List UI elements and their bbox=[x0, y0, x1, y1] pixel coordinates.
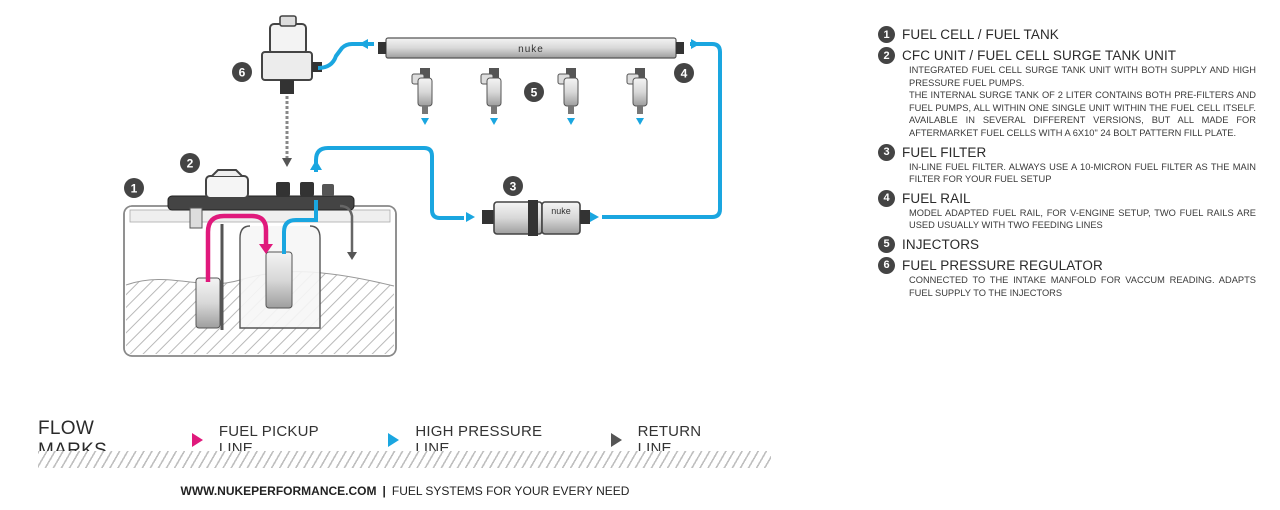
component-legend: 1 FUEL CELL / FUEL TANK 2 CFC UNIT / FUEL C… bbox=[878, 26, 1256, 303]
legend-item-description: In-line fuel filter. Always use a 10-mic… bbox=[909, 161, 1256, 185]
legend-item-title: FUEL PRESSURE REGULATOR bbox=[902, 257, 1103, 273]
legend-item-title: CFC UNIT / FUEL CELL SURGE TANK UNIT bbox=[902, 48, 1177, 63]
high-pressure-arrow-icon bbox=[310, 160, 322, 170]
high-pressure-arrow-icon bbox=[359, 39, 368, 49]
return-triangle-icon bbox=[610, 433, 622, 447]
svg-text:1: 1 bbox=[131, 182, 138, 196]
fuel-rail: nuke bbox=[378, 37, 684, 59]
legend-item-description: Connected to the intake manfold for vacc… bbox=[909, 274, 1256, 298]
high-pressure-triangle-icon bbox=[388, 433, 400, 447]
fuel-system-diagram: nuke nuke 1 2 3 4 5 6 bbox=[123, 15, 722, 357]
legend-item-header: 2 CFC UNIT / FUEL CELL SURGE TANK UNIT bbox=[878, 47, 1256, 64]
legend-item-description: Integrated fuel cell surge tank unit wit… bbox=[909, 65, 1256, 138]
legend-item: 3 FUEL FILTERIn-line fuel filter. Always … bbox=[878, 143, 1256, 186]
rail-feed-line bbox=[317, 42, 374, 70]
svg-text:2: 2 bbox=[187, 157, 194, 171]
pickup-arrow-icon bbox=[259, 244, 273, 254]
footer-tagline: FUEL SYSTEMS FOR YOUR EVERY NEED bbox=[391, 484, 630, 498]
legend-item-title: INJECTORS bbox=[902, 236, 980, 252]
legend-number-badge: 3 bbox=[878, 143, 895, 161]
legend-item-title: FUEL CELL / FUEL TANK bbox=[902, 27, 1059, 42]
legend-item: 4 FUEL RAILModel adapted fuel rail, for V… bbox=[878, 189, 1256, 232]
diagram-badge-6: 6 bbox=[232, 62, 252, 82]
legend-item-header: 1 FUEL CELL / FUEL TANK bbox=[878, 26, 1256, 43]
footer-website: WWW.NUKEPERFORMANCE.COM bbox=[180, 484, 377, 498]
cfc-surge-tank-unit bbox=[167, 169, 355, 330]
rail-brand-label: nuke bbox=[518, 44, 544, 55]
diagram-badge-2: 2 bbox=[180, 153, 200, 173]
injectors bbox=[411, 68, 648, 125]
legend-item: 1 FUEL CELL / FUEL TANK bbox=[878, 26, 1256, 43]
flow-marks: FLOW MARKS FUEL PICKUP LINE HIGH PRESSUR… bbox=[38, 418, 773, 462]
legend-item-header: 5 INJECTORS bbox=[878, 235, 1256, 253]
legend-number-badge: 1 bbox=[878, 26, 895, 43]
return-arrow-icon bbox=[282, 158, 292, 167]
legend-item-header: 3 FUEL FILTER bbox=[878, 143, 1256, 161]
injector bbox=[557, 68, 579, 125]
footer: WWW.NUKEPERFORMANCE.COM | FUEL SYSTEMS FOR… bbox=[0, 484, 810, 498]
unit-return-line bbox=[339, 204, 354, 252]
legend-item: 5 INJECTORS bbox=[878, 235, 1256, 253]
svg-text:3: 3 bbox=[510, 180, 517, 194]
high-pressure-arrow-icon bbox=[466, 212, 475, 222]
injector bbox=[480, 68, 502, 125]
svg-text:4: 4 bbox=[681, 67, 688, 81]
unit-high-pressure-line bbox=[282, 200, 318, 254]
legend-item-description: Model adapted fuel rail, for V-engine se… bbox=[909, 207, 1256, 231]
legend-item-header: 4 FUEL RAIL bbox=[878, 189, 1256, 207]
diagram-badge-1: 1 bbox=[124, 178, 144, 198]
diagram-badges: 1 2 3 4 5 6 bbox=[124, 62, 694, 198]
injector bbox=[411, 68, 433, 125]
filter-to-rail-line bbox=[602, 42, 722, 219]
diagram-badge-3: 3 bbox=[503, 176, 523, 196]
pickup-triangle-icon bbox=[191, 433, 203, 447]
legend-item-title: FUEL FILTER bbox=[902, 144, 987, 160]
unit-to-filter-line bbox=[314, 146, 464, 220]
footer-separator: | bbox=[382, 484, 386, 498]
hatched-divider bbox=[38, 451, 771, 468]
fuel-pressure-regulator bbox=[261, 15, 322, 94]
pickup-line bbox=[205, 213, 269, 282]
diagram-badge-5: 5 bbox=[524, 82, 544, 102]
legend-item-header: 6 FUEL PRESSURE REGULATOR bbox=[878, 256, 1256, 274]
high-pressure-arrow-icon bbox=[691, 39, 700, 49]
legend-number-badge: 2 bbox=[878, 47, 895, 64]
svg-text:6: 6 bbox=[239, 66, 246, 80]
legend-number-badge: 5 bbox=[878, 235, 895, 253]
legend-item-title: FUEL RAIL bbox=[902, 190, 971, 206]
svg-text:5: 5 bbox=[531, 86, 538, 100]
diagram-badge-4: 4 bbox=[674, 63, 694, 83]
legend-item: 2 CFC UNIT / FUEL CELL SURGE TANK UNIT Int… bbox=[878, 47, 1256, 140]
filter-brand-label: nuke bbox=[551, 206, 571, 216]
injector bbox=[626, 68, 648, 125]
return-arrow-icon bbox=[347, 252, 357, 260]
legend-item: 6 FUEL PRESSURE REGULATORConnected to the… bbox=[878, 256, 1256, 299]
legend-number-badge: 4 bbox=[878, 189, 895, 207]
legend-number-badge: 6 bbox=[878, 256, 895, 274]
high-pressure-arrow-icon bbox=[590, 212, 599, 222]
fuel-filter: nuke bbox=[482, 200, 590, 236]
